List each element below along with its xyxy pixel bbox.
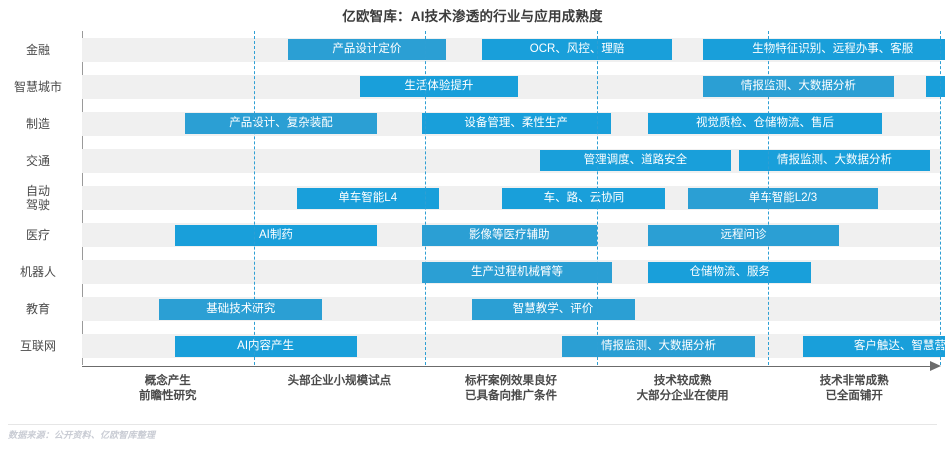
application-box[interactable]: 单车智能L2/3 xyxy=(687,187,879,209)
row-label-交通: 交通 xyxy=(0,154,76,168)
application-box[interactable]: 情报监测、大数据分析 xyxy=(703,76,894,98)
x-tick-line2: 已具备向推广条件 xyxy=(465,390,557,402)
x-tick-line1: 技术非常成熟 xyxy=(819,375,889,387)
gridline-stage-1 xyxy=(253,31,255,365)
application-box[interactable]: 情报监测、大数据分析 xyxy=(739,150,930,172)
x-tick-line2: 前瞻性研究 xyxy=(139,390,197,402)
application-box[interactable]: 安防 xyxy=(926,76,945,98)
application-box[interactable]: 仓储物流、服务 xyxy=(648,261,812,283)
row-label-自动驾驶: 自动驾驶 xyxy=(0,184,76,212)
application-box[interactable]: 设备管理、柔性生产 xyxy=(421,113,611,135)
x-axis-arrow-icon xyxy=(930,361,941,371)
x-tick-label-4: 技术较成熟大部分企业在使用 xyxy=(593,374,773,404)
application-box[interactable]: OCR、风控、理赔 xyxy=(481,39,673,61)
application-box[interactable]: 管理调度、道路安全 xyxy=(540,150,731,172)
application-box[interactable]: 产品设计定价 xyxy=(287,39,446,61)
row-label-制造: 制造 xyxy=(0,117,76,131)
application-box[interactable]: 单车智能L4 xyxy=(296,187,439,209)
row-label-line: 交通 xyxy=(25,153,50,168)
x-tick-line1: 概念产生 xyxy=(144,375,191,387)
x-tick-label-1: 概念产生前瞻性研究 xyxy=(78,374,258,404)
row-label-教育: 教育 xyxy=(0,302,76,316)
gridline-stage-4 xyxy=(768,31,770,365)
row-label-医疗: 医疗 xyxy=(0,228,76,242)
row-label-line: 驾驶 xyxy=(25,198,50,212)
application-box[interactable]: 智慧教学、评价 xyxy=(471,298,635,320)
row-label-金融: 金融 xyxy=(0,43,76,57)
x-tick-line1: 头部企业小规模试点 xyxy=(287,375,392,387)
row-label-line: 金融 xyxy=(25,42,50,57)
chart-title: 亿欧智库：AI技术渗透的行业与应用成熟度 xyxy=(342,9,603,24)
x-tick-line2: 大部分企业在使用 xyxy=(636,390,729,402)
row-label-line: 互联网 xyxy=(19,339,56,354)
application-box[interactable]: 影像等医疗辅助 xyxy=(421,224,597,246)
row-label-互联网: 互联网 xyxy=(0,339,76,353)
x-axis-line xyxy=(82,366,934,367)
application-box[interactable]: AI内容产生 xyxy=(174,335,357,357)
application-box[interactable]: 远程问诊 xyxy=(648,224,839,246)
application-box[interactable]: 基础技术研究 xyxy=(159,298,323,320)
application-box[interactable]: 生活体验提升 xyxy=(359,76,518,98)
gridline-stage-5 xyxy=(940,31,941,365)
application-box[interactable]: 视觉质检、仓储物流、售后 xyxy=(648,113,882,135)
row-label-line: 制造 xyxy=(25,116,50,131)
application-box[interactable]: 客户触达、智慧营销 xyxy=(802,335,945,357)
x-tick-line1: 标杆案例效果良好 xyxy=(465,375,557,387)
source-note: 数据来源：公开资料、亿欧智库整理 xyxy=(8,430,156,440)
application-box[interactable]: 生物特征识别、远程办事、客服 xyxy=(703,39,945,61)
row-label-line: 智慧城市 xyxy=(13,79,62,94)
gridline-stage-3 xyxy=(596,31,598,365)
row-label-line: 机器人 xyxy=(19,265,56,280)
x-tick-line2: 已全面铺开 xyxy=(825,390,883,402)
x-tick-label-2: 头部企业小规模试点 xyxy=(249,374,429,389)
row-label-line: 教育 xyxy=(25,302,50,317)
application-box[interactable]: AI制药 xyxy=(174,224,378,246)
gridline-stage-2 xyxy=(425,31,427,365)
application-box[interactable]: 生产过程机械臂等 xyxy=(421,261,613,283)
x-tick-label-5: 技术非常成熟已全面铺开 xyxy=(764,374,944,404)
row-label-机器人: 机器人 xyxy=(0,265,76,279)
application-box[interactable]: 产品设计、复杂装配 xyxy=(184,113,378,135)
row-label-智慧城市: 智慧城市 xyxy=(0,80,76,94)
application-box[interactable]: 车、路、云协同 xyxy=(502,187,666,209)
footer-divider xyxy=(8,424,937,425)
x-tick-line1: 技术较成熟 xyxy=(653,375,712,387)
x-tick-label-3: 标杆案例效果良好已具备向推广条件 xyxy=(421,374,601,404)
application-box[interactable]: 情报监测、大数据分析 xyxy=(562,335,755,357)
row-label-line: 医疗 xyxy=(25,228,50,243)
row-label-line: 自动 xyxy=(25,184,50,198)
